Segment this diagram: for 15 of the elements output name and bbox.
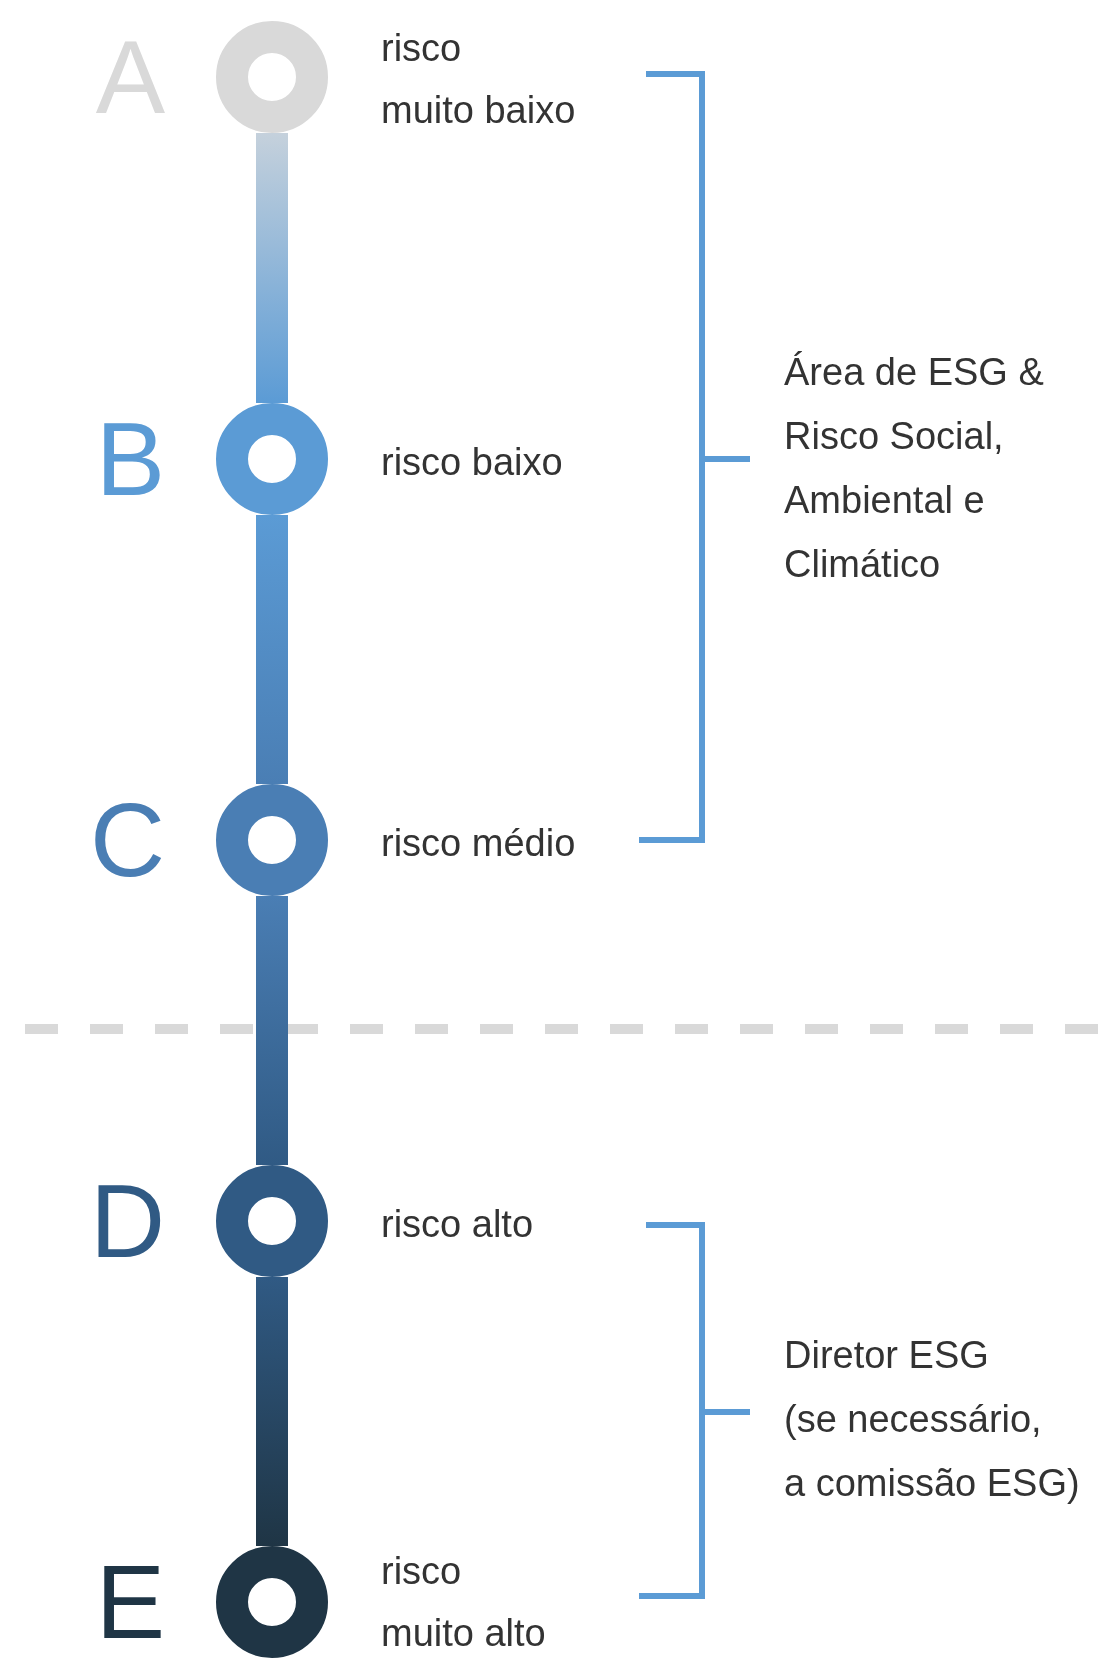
risk-level-text: risco alto <box>381 1202 534 1247</box>
risk-level-text: risco muito alto <box>381 1549 546 1656</box>
connector-line <box>256 896 288 1165</box>
risk-level-text: risco médio <box>381 821 576 866</box>
responsibility-text: Diretor ESG (se necessário, a comissão ESG) <box>784 1333 1080 1506</box>
level-letter: E <box>95 1550 165 1654</box>
level-letter: C <box>89 788 165 892</box>
connector-line <box>256 133 288 403</box>
level-letter: B <box>95 407 165 511</box>
level-letter: D <box>89 1169 165 1273</box>
connector-line <box>256 515 288 784</box>
risk-level-text: risco muito baixo <box>381 26 576 133</box>
connector-line <box>256 1277 288 1546</box>
responsibility-text: Área de ESG & Risco Social, Ambiental e Climático <box>784 350 1044 587</box>
risk-level-text: risco baixo <box>381 440 563 485</box>
